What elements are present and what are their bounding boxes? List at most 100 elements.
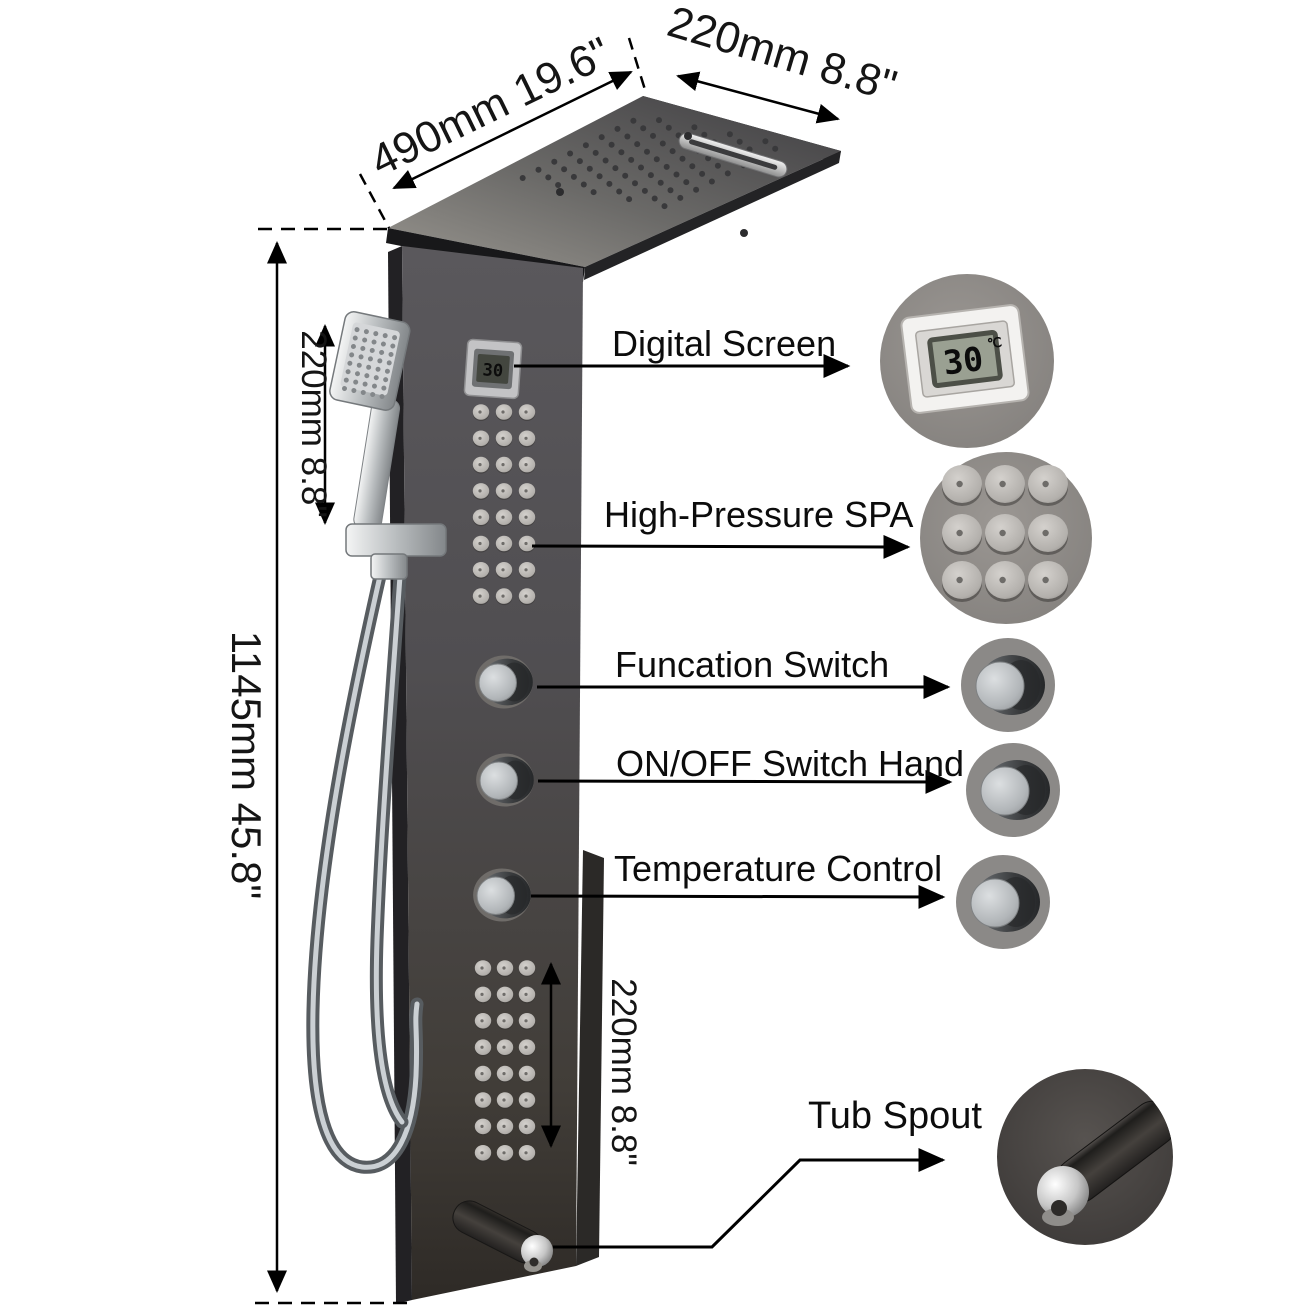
hand-shower-nozzle xyxy=(353,379,359,385)
spa-jet xyxy=(474,960,492,978)
spa-jet xyxy=(518,562,536,579)
spa-jet xyxy=(518,1039,536,1057)
rain-hole xyxy=(641,187,648,194)
spa-jet xyxy=(496,1039,514,1057)
spa-jet xyxy=(472,456,490,474)
spa-jet xyxy=(495,509,513,527)
spa-jet xyxy=(518,509,536,527)
rain-hole xyxy=(614,125,621,132)
rain-hole xyxy=(699,170,706,177)
detail-function-switch xyxy=(961,638,1055,732)
rain-hole xyxy=(708,178,715,185)
rain-hole xyxy=(667,187,674,194)
spa-jet xyxy=(518,960,536,978)
shelf-screw xyxy=(684,132,692,140)
shelf-right-edge xyxy=(584,151,841,280)
spa-jet xyxy=(496,1145,514,1162)
rain-hole xyxy=(772,145,779,152)
lcd-temperature-unit: ℃ xyxy=(987,335,1003,352)
rain-hole xyxy=(567,150,574,157)
hand-shower-nozzle xyxy=(382,333,388,339)
spa-jet xyxy=(472,535,490,553)
callout-line-temperature xyxy=(530,884,946,909)
label-digital-screen: Digital Screen xyxy=(612,323,836,364)
rain-hole xyxy=(570,173,577,180)
rain-hole xyxy=(669,148,676,155)
spa-jet xyxy=(474,1065,492,1083)
rain-hole xyxy=(683,179,690,186)
rain-hole xyxy=(762,138,769,145)
hand-shower-nozzle xyxy=(342,386,348,392)
rain-hole xyxy=(726,131,733,138)
hand-shower-nozzle xyxy=(377,358,383,364)
spa-jet xyxy=(495,404,513,422)
hand-shower-nozzle xyxy=(356,362,362,368)
spa-jet xyxy=(496,1092,514,1110)
depth-dimension-line xyxy=(676,71,840,124)
rain-hole xyxy=(535,166,542,173)
detail-digital-screen: 30 ℃ xyxy=(880,274,1054,448)
rain-hole xyxy=(626,196,633,203)
waterfall-outlet xyxy=(678,132,788,178)
rain-hole xyxy=(663,163,670,170)
hand-shower-nozzle xyxy=(362,381,368,387)
spa-jet xyxy=(472,562,490,579)
rain-hole xyxy=(701,131,708,138)
rain-hole xyxy=(602,157,609,164)
rain-hole xyxy=(590,189,597,196)
spa-jet xyxy=(495,588,513,606)
dim-hand-shower: 220mm 8.8" xyxy=(294,330,333,518)
rain-hole xyxy=(555,182,562,188)
hand-shower-nozzle xyxy=(390,343,396,349)
rain-hole xyxy=(724,170,731,177)
panel-digital-screen: 30 xyxy=(463,338,523,400)
rain-hole xyxy=(638,164,644,171)
spa-jet xyxy=(472,588,490,606)
hand-shower-nozzle xyxy=(379,394,385,400)
spa-jet xyxy=(518,483,536,500)
rain-hole xyxy=(736,138,743,145)
rain-hole xyxy=(714,162,721,169)
rain-hole xyxy=(616,188,623,195)
spa-jet xyxy=(472,430,490,448)
rain-hole xyxy=(519,175,526,181)
hand-shower-nozzle xyxy=(373,331,379,337)
rain-hole xyxy=(632,180,638,187)
callout-line-tub-spout xyxy=(553,1148,946,1249)
dim-lower-jets: 220mm 8.8" xyxy=(604,978,643,1166)
spa-jet xyxy=(472,483,490,500)
onoff-switch-knob xyxy=(476,753,534,807)
label-temperature-control: Temperature Control xyxy=(614,848,942,889)
extension-line xyxy=(627,37,648,94)
hand-shower-nozzle xyxy=(367,356,373,362)
spa-jet xyxy=(518,1118,536,1136)
spa-jet xyxy=(496,986,514,1004)
rain-hole xyxy=(582,142,589,149)
rain-hole xyxy=(628,156,635,163)
spa-jet xyxy=(495,562,513,579)
hand-shower-nozzle xyxy=(383,377,389,383)
rain-hole xyxy=(634,141,641,148)
hose-nut xyxy=(370,553,408,580)
spa-jet xyxy=(474,1039,492,1057)
hand-shower-nozzle xyxy=(380,341,386,347)
spa-jet xyxy=(518,1013,536,1030)
hand-shower-nozzle xyxy=(345,369,351,375)
hand-shower-nozzle xyxy=(381,385,387,391)
hand-shower-nozzle xyxy=(371,339,377,345)
rain-hole xyxy=(657,179,664,186)
spa-jet xyxy=(474,1092,492,1110)
temperature-control-knob xyxy=(473,868,531,922)
spa-jet xyxy=(495,430,513,448)
hand-shower-nozzle xyxy=(343,377,349,383)
rain-hole xyxy=(691,124,698,131)
rain-hole xyxy=(606,180,613,187)
rain-hole xyxy=(576,158,583,165)
rain-hole xyxy=(561,166,568,173)
hand-shower xyxy=(306,311,447,1174)
rain-hole xyxy=(689,163,696,170)
length-dimension-line xyxy=(392,70,633,190)
hand-shower-nozzle xyxy=(384,368,390,374)
